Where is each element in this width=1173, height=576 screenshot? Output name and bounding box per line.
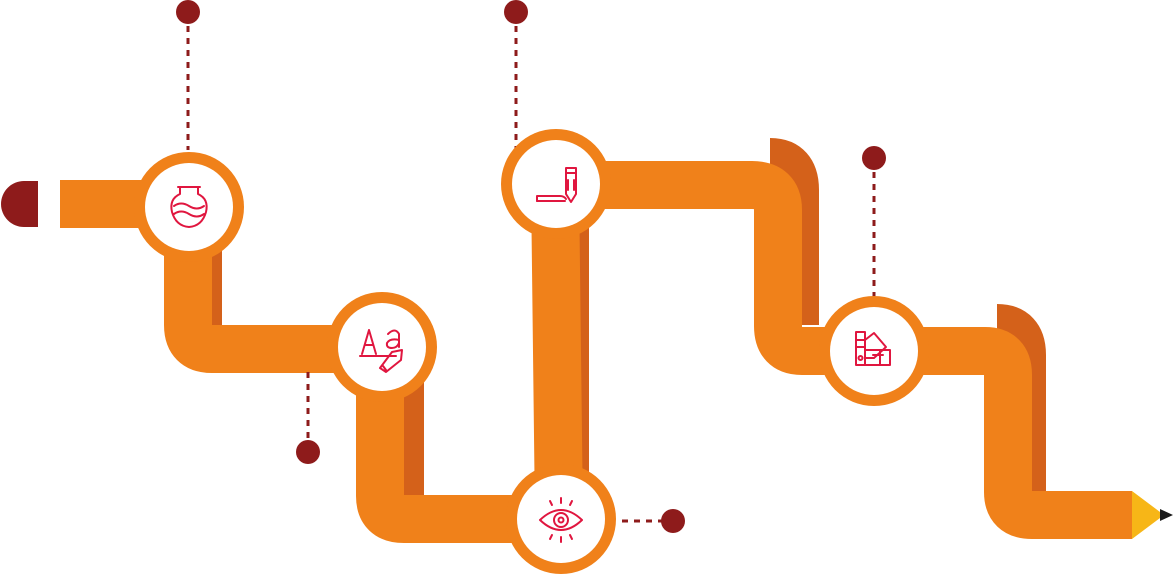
pencil-eraser-cap [1,181,38,227]
color-swatch-icon [855,331,891,366]
node-typography [327,292,437,402]
node-vision [506,464,616,574]
connector-dot-vision [661,509,685,533]
connector-dot-pottery [176,0,200,24]
pencil-tip [1132,491,1164,539]
connector-dot-color [862,146,886,170]
node-drawing [501,129,611,239]
node-color [819,296,929,406]
connector-dot-drawing [504,0,528,24]
connector-dot-typography [296,440,320,464]
pencil-draw-icon [536,167,577,203]
node-pottery [134,152,244,262]
font-pen-icon [359,329,403,373]
eye-icon [539,497,583,543]
connector-dots [176,0,886,533]
pencil-road [60,161,1132,543]
pot-icon [170,186,208,228]
pencil-point [1160,509,1173,521]
